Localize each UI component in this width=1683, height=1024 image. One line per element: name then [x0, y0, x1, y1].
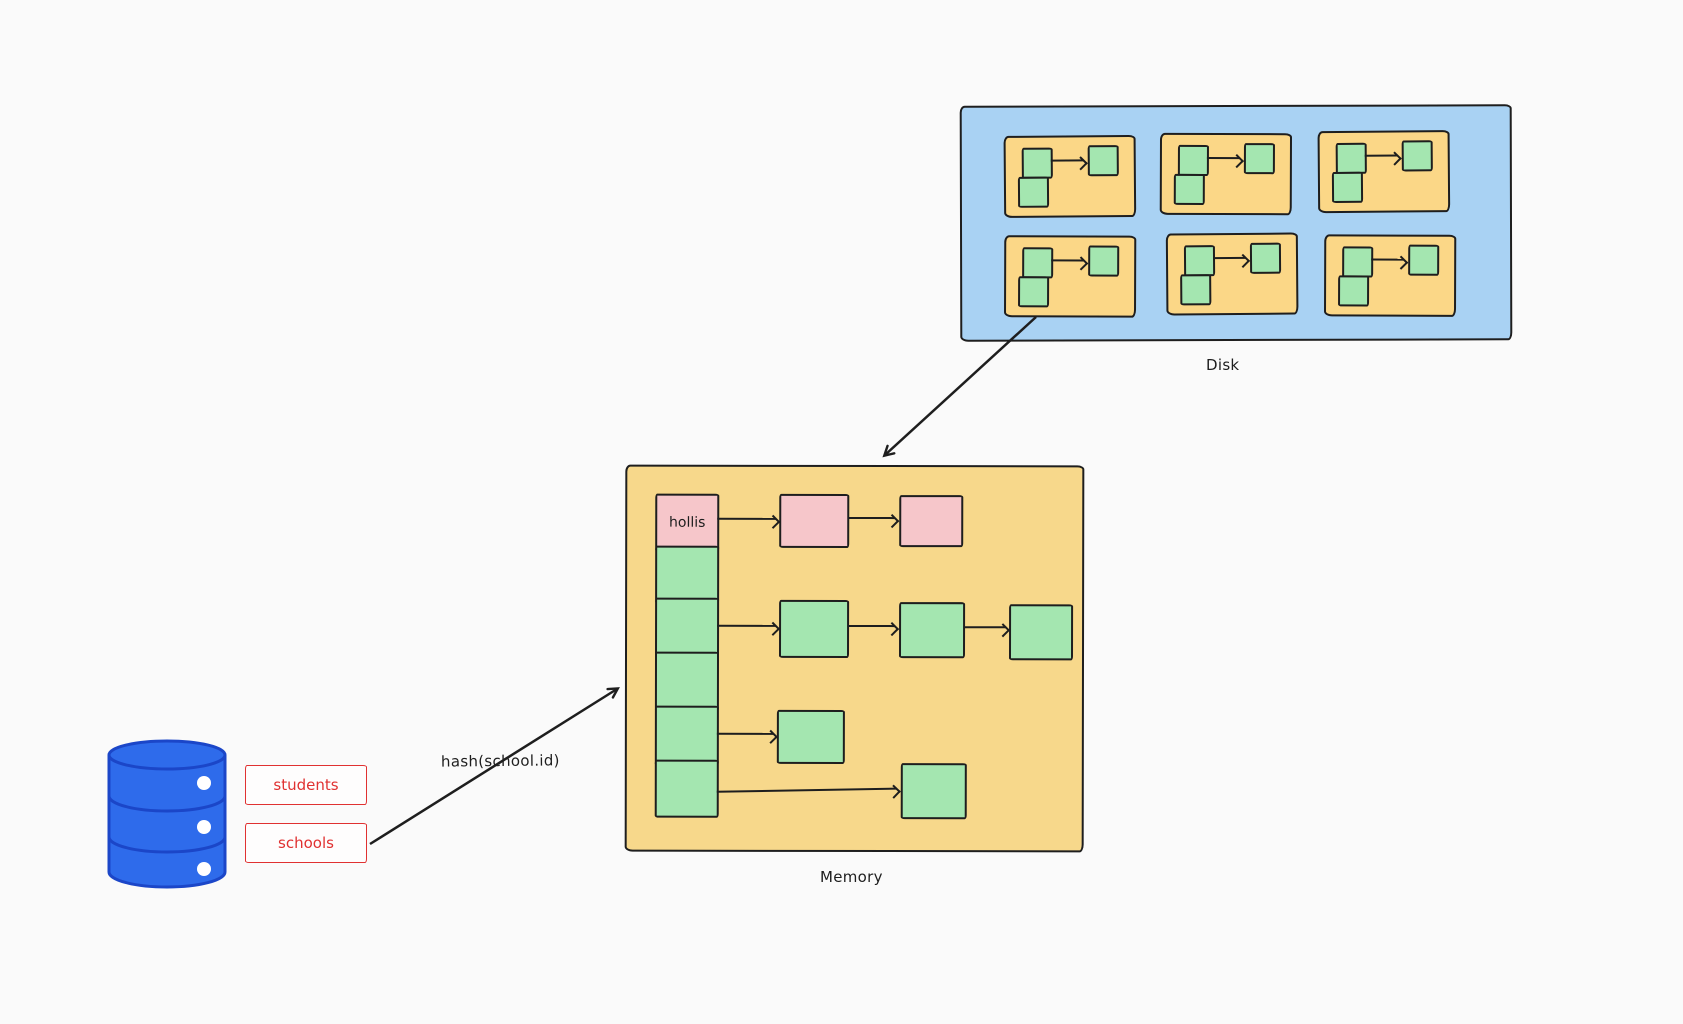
- table-schools-label: schools: [278, 834, 334, 852]
- chain-node-pink[interactable]: [779, 493, 850, 548]
- page-pointer-arrow: [1051, 259, 1085, 262]
- chain-arrow: [964, 626, 1007, 629]
- disk-page[interactable]: [1003, 235, 1137, 318]
- record-cell: [1087, 145, 1119, 177]
- bucket-label: hollis: [669, 514, 706, 531]
- chain-arrow: [716, 732, 774, 735]
- record-cell: [1177, 144, 1209, 176]
- record-cell: [1088, 245, 1120, 277]
- record-cell: [1243, 143, 1275, 175]
- record-cell: [1173, 173, 1205, 205]
- record-cell: [1249, 242, 1282, 274]
- hash-function-label: hash(school.id): [440, 751, 560, 771]
- record-cell: [1342, 246, 1374, 278]
- record-cell: [1335, 142, 1367, 174]
- table-students[interactable]: students: [245, 765, 367, 805]
- chain-arrow: [716, 787, 897, 793]
- record-cell: [1021, 147, 1053, 179]
- table-schools[interactable]: schools: [245, 823, 367, 863]
- chain-node-pink[interactable]: [899, 495, 964, 548]
- bucket-hollis[interactable]: hollis: [655, 493, 720, 552]
- memory-label: Memory: [820, 868, 883, 886]
- page-pointer-arrow: [1371, 258, 1405, 261]
- record-cell: [1338, 275, 1370, 307]
- record-cell: [1022, 247, 1054, 279]
- page-pointer-arrow: [1364, 154, 1398, 157]
- chain-node-green[interactable]: [900, 763, 967, 820]
- record-cell: [1017, 176, 1050, 208]
- record-cell: [1408, 244, 1440, 276]
- chain-arrow: [848, 624, 896, 628]
- record-cell: [1018, 276, 1050, 308]
- chain-node-green[interactable]: [899, 602, 966, 659]
- bucket-cell[interactable]: [654, 759, 719, 818]
- disk-page[interactable]: [1159, 132, 1293, 216]
- page-pointer-arrow: [1206, 156, 1240, 160]
- disk-page[interactable]: [1317, 130, 1451, 214]
- record-cell: [1401, 140, 1433, 172]
- database-icon: [107, 739, 227, 889]
- chain-node-green[interactable]: [779, 599, 850, 658]
- page-pointer-arrow: [1050, 159, 1084, 162]
- record-cell: [1183, 245, 1216, 277]
- chain-node-green[interactable]: [1008, 604, 1074, 661]
- table-students-label: students: [273, 776, 339, 794]
- disk-container[interactable]: [959, 104, 1513, 342]
- chain-node-green[interactable]: [776, 709, 845, 764]
- database-cylinder[interactable]: [106, 738, 228, 890]
- record-cell: [1180, 274, 1212, 306]
- bucket-cell[interactable]: [655, 597, 720, 658]
- record-cell: [1331, 171, 1364, 204]
- bucket-cell[interactable]: [654, 705, 719, 766]
- chain-arrow: [848, 516, 896, 520]
- disk-page[interactable]: [1323, 234, 1457, 317]
- chain-arrow: [717, 624, 777, 627]
- disk-page[interactable]: [1003, 134, 1137, 218]
- bucket-cell[interactable]: [654, 651, 720, 712]
- page-pointer-arrow: [1213, 256, 1247, 260]
- chain-arrow: [717, 517, 777, 520]
- disk-page[interactable]: [1165, 232, 1299, 316]
- bucket-cell[interactable]: [655, 545, 720, 604]
- disk-label: Disk: [1206, 356, 1240, 374]
- memory-container[interactable]: hollis: [624, 464, 1085, 853]
